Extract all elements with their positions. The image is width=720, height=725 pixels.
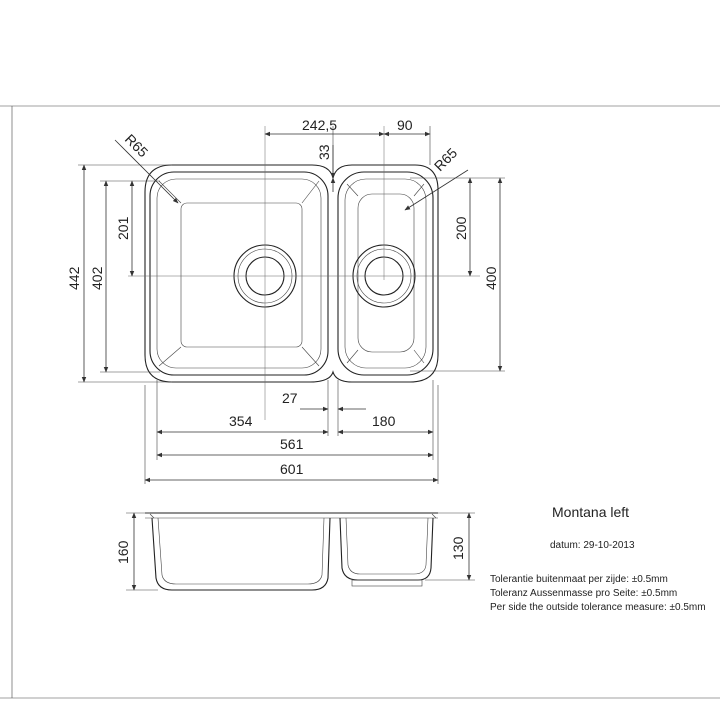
dim-left-inner-width: 354 <box>229 413 253 429</box>
drawing-frame <box>0 105 720 699</box>
dim-left-half-height: 201 <box>115 216 131 240</box>
dim-right-depth: 130 <box>450 536 466 560</box>
dimension-labels: 242,5 90 33 R65 R65 442 402 201 200 400 … <box>66 117 499 477</box>
dim-left-depth: 160 <box>115 540 131 564</box>
small-bowl-inner <box>344 178 427 369</box>
large-bowl-bottom <box>180 202 303 348</box>
dim-right-inner-height: 400 <box>483 266 499 290</box>
small-bowl-bottom <box>357 193 415 353</box>
dim-top-gap: 33 <box>316 144 332 160</box>
dim-right-inner-width: 180 <box>372 413 396 429</box>
outer-rim-contour <box>144 164 439 383</box>
sink-top-view <box>128 126 480 420</box>
small-bowl-outline <box>337 171 434 376</box>
dim-radius-right: R65 <box>431 144 461 174</box>
large-bowl-section <box>151 517 331 591</box>
product-name: Montana left <box>552 504 630 520</box>
dim-gap-width: 27 <box>282 390 298 406</box>
dim-right-half-height: 200 <box>453 216 469 240</box>
dim-left-outer-height: 442 <box>66 266 82 290</box>
dimension-lines <box>81 131 503 483</box>
dim-radius-left: R65 <box>122 131 152 161</box>
dim-top-offset: 242,5 <box>302 117 337 133</box>
tolerance-line-nl: Tolerantie buitenmaat per zijde: ±0.5mm <box>490 574 668 585</box>
drawing-date: datum: 29-10-2013 <box>550 540 635 551</box>
large-bowl-outline <box>149 171 329 376</box>
dim-outer-total-width: 601 <box>280 461 304 477</box>
dim-top-small-width: 90 <box>397 117 413 133</box>
tolerance-line-en: Per side the outside tolerance measure: … <box>490 602 706 613</box>
sink-section-view: 160 130 <box>115 512 475 591</box>
dim-left-inner-height: 402 <box>89 266 105 290</box>
tolerance-line-de: Toleranz Aussenmasse pro Seite: ±0.5mm <box>490 588 678 599</box>
small-bowl-section <box>339 517 434 581</box>
extension-lines <box>78 126 505 484</box>
dim-inner-total-width: 561 <box>280 436 304 452</box>
large-bowl-inner <box>156 178 322 369</box>
